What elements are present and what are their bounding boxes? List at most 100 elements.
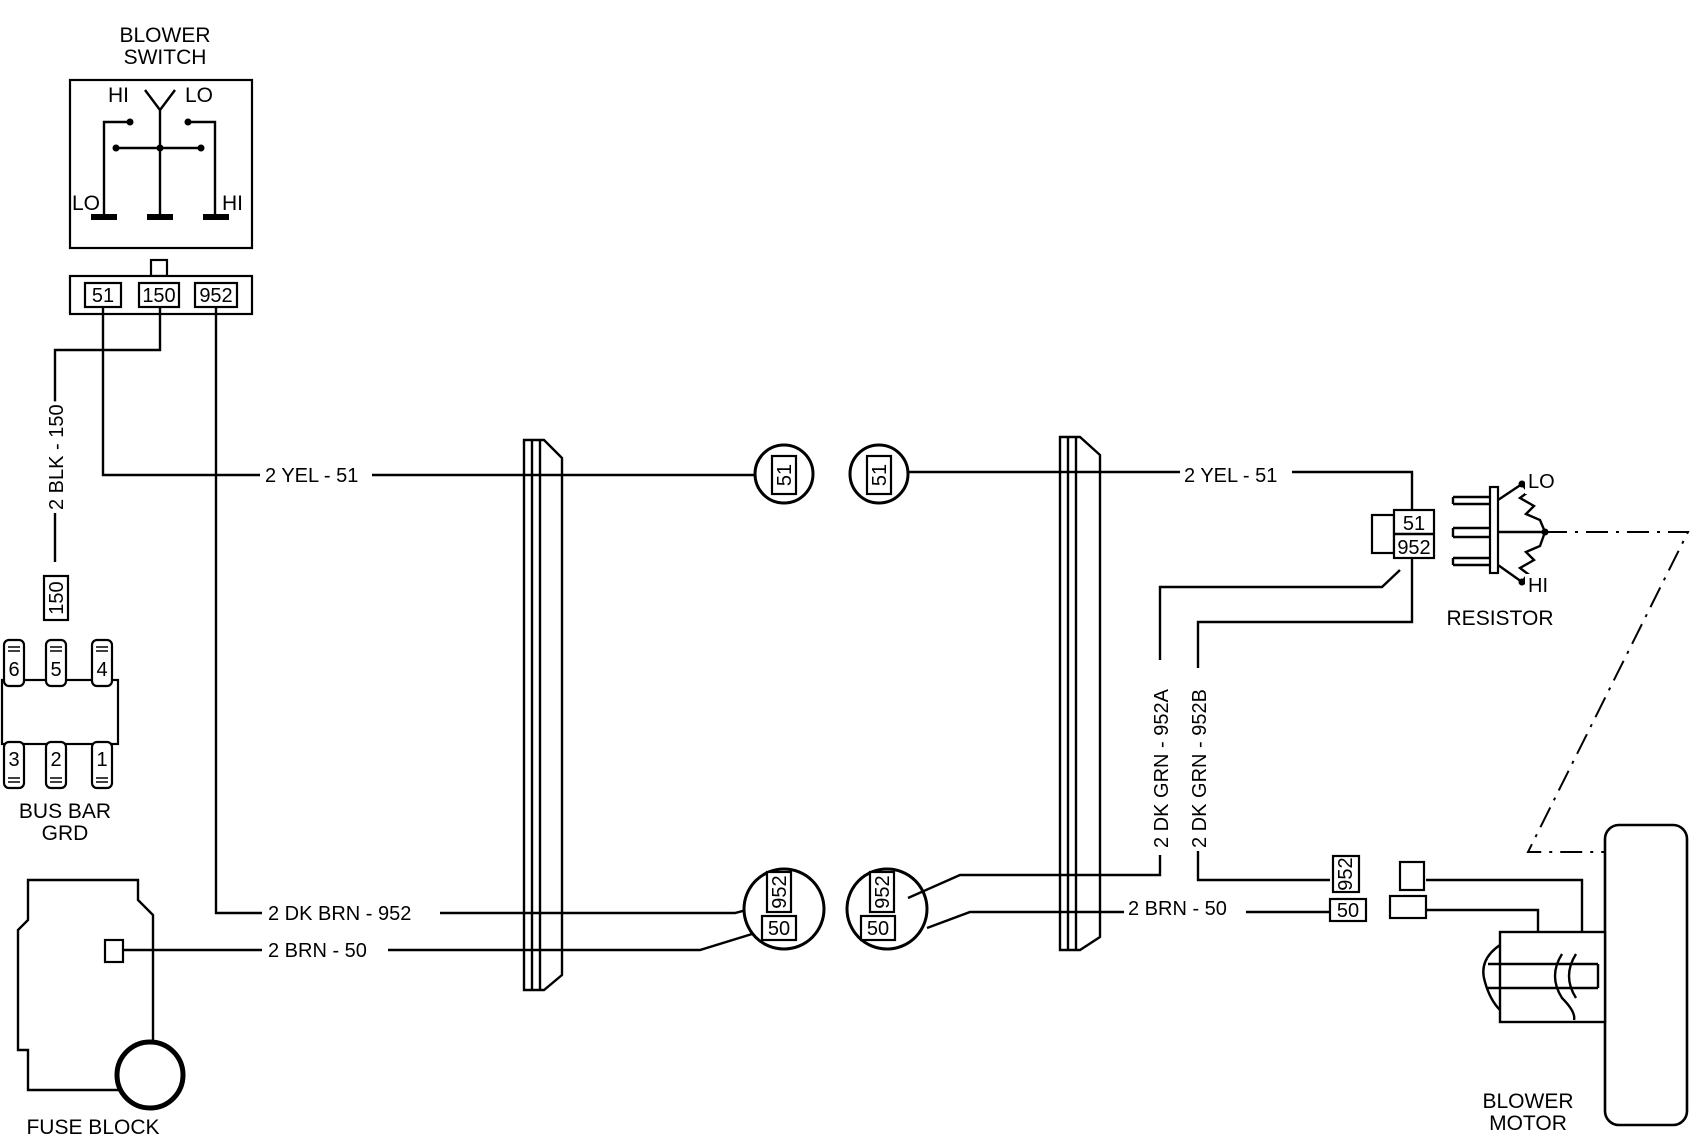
bulkhead-right [1058, 435, 1102, 952]
wire-label-yel-51-left: 2 YEL - 51 [265, 465, 358, 487]
switch-lo-bottom-label: LO [72, 192, 100, 215]
wire-brn-50-left-b [388, 928, 766, 952]
fuse-block: FUSE BLOCK [16, 878, 186, 1136]
switch-lo-lead [102, 120, 130, 215]
fuse-block-label: FUSE BLOCK [26, 1116, 159, 1136]
tag-box [765, 870, 793, 914]
wire-yel-51-right-b [1292, 470, 1414, 510]
wire-label-brn-50-left: 2 BRN - 50 [268, 940, 367, 962]
resistor-blade [1453, 495, 1490, 506]
motor-shaft [1488, 962, 1600, 990]
label-backing [1150, 685, 1174, 851]
switch-hi-bottom-label: HI [222, 192, 243, 215]
resistor-plate [1488, 485, 1500, 575]
bus-bar-body [0, 678, 120, 746]
bus-pin-6: 6 [8, 659, 19, 681]
switch-harness-connector: 51 150 952 [68, 258, 254, 316]
motor-connector-plug [1388, 894, 1428, 920]
bus-bar-finger [90, 740, 114, 790]
tag-bus-150: 150 [46, 581, 68, 614]
resistor-blade [1453, 556, 1490, 567]
tag-resistor-51: 51 [1403, 513, 1425, 535]
label-backing [1525, 574, 1551, 598]
pin-box [137, 281, 181, 309]
switch-contact [126, 118, 134, 126]
wire-label-blk-150: 2 BLK - 150 [46, 404, 68, 510]
switch-contact [197, 144, 205, 152]
switch-lo-top-label: LO [185, 84, 213, 107]
tag-motor-952: 952 [1335, 857, 1357, 890]
wire-label-yel-51-right: 2 YEL - 51 [1184, 465, 1277, 487]
blower-housing [1603, 823, 1689, 1127]
blower-motor-label-line1: BLOWER [1482, 1090, 1573, 1113]
wire-dk-grn-952a-b [1158, 569, 1401, 660]
bus-pin-3: 3 [8, 749, 19, 771]
motor-connector-housing [1398, 860, 1426, 892]
blower-switch-label-line1: BLOWER [119, 24, 210, 47]
label-backing [1181, 464, 1281, 488]
blower-motor: BLOWER MOTOR [1388, 823, 1689, 1135]
resistor-hi-label: HI [1528, 575, 1548, 597]
bulkhead-panel [1058, 435, 1102, 952]
resistor: LO HI RESISTOR [1447, 470, 1558, 630]
label-backing [265, 939, 370, 963]
motor-lead [1426, 878, 1584, 932]
wire-dk-brn-952-b [440, 903, 766, 915]
wire-dk-grn-952b-a [1196, 555, 1414, 668]
motor-lead [1426, 908, 1540, 932]
tag-952-right: 952 [872, 875, 894, 908]
fuse-block-body [16, 878, 155, 1092]
label-backing [1125, 897, 1230, 921]
resistor-blade [1453, 526, 1490, 539]
switch-terminal [203, 214, 229, 220]
bus-pin-5: 5 [50, 659, 61, 681]
resistor-to-motor-link [1526, 531, 1690, 853]
tag-50-left: 50 [768, 918, 790, 940]
switch-hi-lead [188, 120, 217, 215]
tag-51-left: 51 [774, 464, 796, 486]
switch-pin-952: 952 [199, 285, 232, 307]
tag-50-right: 50 [867, 918, 889, 940]
switch-terminal [91, 214, 117, 220]
switch-contact [112, 144, 120, 152]
connector-housing [1370, 513, 1396, 555]
wire-brn-50-right-a [926, 910, 1124, 930]
blower-switch: BLOWER SWITCH HI LO LO HI [68, 24, 254, 250]
wire-label-dk-brn-952: 2 DK BRN - 952 [268, 903, 411, 925]
tag-box [865, 454, 893, 496]
bus-bar-finger [2, 740, 26, 790]
tag-box [859, 914, 897, 942]
tag-box [1331, 854, 1361, 894]
switch-pin-51: 51 [92, 285, 114, 307]
bus-pin-4: 4 [96, 659, 107, 681]
switch-contact [184, 118, 192, 126]
tag-952-left: 952 [769, 875, 791, 908]
bus-bar-finger [44, 740, 68, 790]
label-backing [1188, 686, 1212, 851]
bulkhead-left [522, 438, 564, 992]
switch-pin-150: 150 [142, 285, 175, 307]
wire-dk-brn-952-a [214, 307, 262, 915]
bus-pin-2: 2 [50, 749, 61, 771]
blower-motor-label-line2: MOTOR [1489, 1112, 1567, 1135]
tag-box [770, 454, 798, 496]
fuse-block-stud [114, 1039, 186, 1111]
switch-contact [156, 144, 164, 152]
pin-box [83, 281, 123, 309]
wire-dk-grn-952a-a [907, 855, 1162, 900]
motor-body [1498, 930, 1607, 1024]
wire-label-brn-50-right: 2 BRN - 50 [1128, 898, 1227, 920]
label-backing [262, 464, 362, 488]
bus-bar-ground: 6 5 4 3 2 1 BUS BAR GRD [0, 638, 120, 845]
bus-pin-1: 1 [96, 749, 107, 771]
resistor-lead [1497, 483, 1523, 583]
switch-hi-top-label: HI [108, 84, 129, 107]
tag-51-right: 51 [869, 464, 891, 486]
fuse-terminal [103, 938, 125, 964]
tag-box [760, 914, 798, 942]
switch-terminal [147, 214, 173, 220]
label-backing [45, 401, 69, 513]
motor-winding [1553, 953, 1578, 1021]
bus-bar-label-line1: BUS BAR [19, 800, 111, 823]
